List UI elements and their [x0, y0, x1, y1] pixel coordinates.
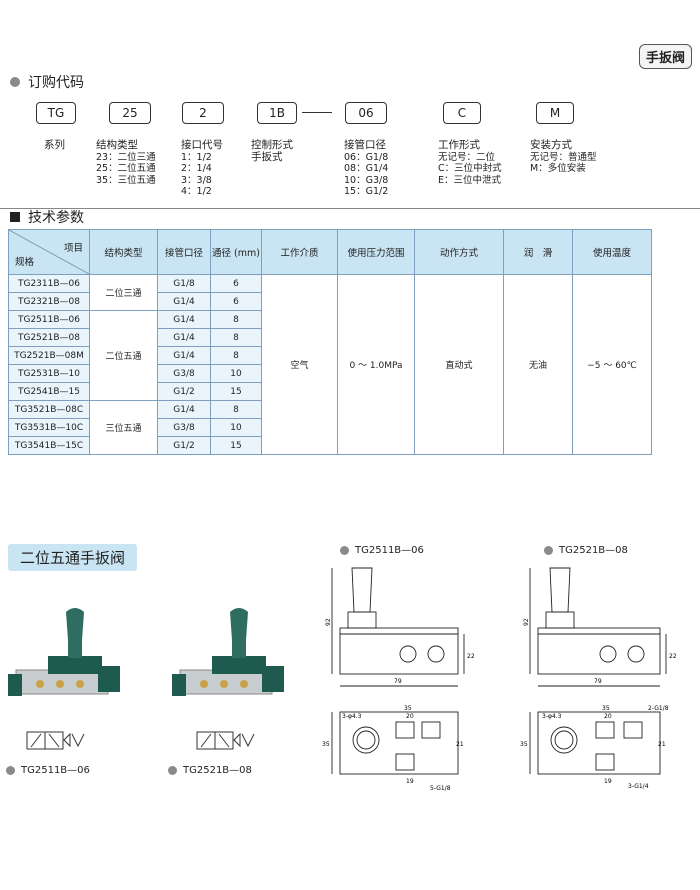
- svg-text:20: 20: [604, 713, 612, 720]
- svg-text:79: 79: [594, 678, 602, 685]
- drawing-caption-1: TG2511B—06: [340, 545, 424, 556]
- bullet-dot-icon: [10, 77, 20, 87]
- bullet-dot-icon: [544, 546, 553, 555]
- code-box-work: C: [443, 102, 481, 124]
- product-section-title: 二位五通手扳阀: [8, 544, 138, 571]
- bullet-dot-icon: [168, 766, 177, 775]
- code-dash: [302, 112, 332, 113]
- svg-text:21: 21: [456, 741, 464, 748]
- valve-symbol-1: [26, 731, 85, 750]
- th-structure: 结构类型: [89, 229, 158, 275]
- desc-port: 接口代号 1：1/2 2：1/4 3：3/8 4：1/2: [181, 139, 223, 197]
- th-medium: 工作介质: [261, 229, 338, 275]
- table-row: TG3541B—15C G1/2 15: [8, 436, 652, 455]
- code-box-structure: 25: [109, 102, 151, 124]
- th-bore: 通径 (mm): [210, 229, 262, 275]
- svg-text:3-φ4.3: 3-φ4.3: [542, 713, 562, 720]
- code-box-control: 1B: [257, 102, 297, 124]
- table-row: TG2541B—15 G1/2 15: [8, 382, 652, 401]
- bullet-square-icon: [10, 212, 20, 222]
- svg-text:22: 22: [669, 653, 677, 660]
- th-pressure: 使用压力范围: [337, 229, 415, 275]
- code-box-mount: M: [536, 102, 574, 124]
- bullet-dot-icon: [340, 546, 349, 555]
- svg-text:22: 22: [467, 653, 475, 660]
- table-row: TG2511B—06 二位五通 G1/4 8: [8, 310, 652, 401]
- valve-photo-2: [172, 608, 284, 696]
- valve-symbol-2: [196, 731, 255, 750]
- svg-text:92: 92: [325, 618, 332, 626]
- svg-text:21: 21: [658, 741, 666, 748]
- table-row: TG2311B—06 二位三通 G1/8 6 空气 0 ～ 1.0MPa 直动式…: [8, 274, 652, 455]
- desc-work: 工作形式 无记号：二位 C：三位中封式 E：三位中泄式: [438, 139, 502, 186]
- svg-text:92: 92: [523, 618, 530, 626]
- drawing-caption-2: TG2521B—08: [544, 545, 628, 556]
- th-size: 接管口径: [157, 229, 211, 275]
- th-lube: 润 滑: [503, 229, 573, 275]
- table-row: TG3521B—08C 三位五通 G1/4 8: [8, 400, 652, 455]
- technical-drawing-1: 92 79 22 35 3-φ4.3 35 20 21 19 5-G1/8: [322, 567, 475, 792]
- bullet-dot-icon: [6, 766, 15, 775]
- tech-title: 技术参数: [10, 207, 84, 227]
- desc-control: 控制形式 手扳式: [251, 139, 293, 163]
- desc-series: 系列: [44, 139, 65, 151]
- desc-pipe: 接管口径 06：G1/8 08：G1/4 10：G3/8 15：G1/2: [344, 139, 389, 197]
- th-temp: 使用温度: [572, 229, 652, 275]
- svg-text:2-G1/8: 2-G1/8: [648, 705, 669, 712]
- table-row: TG2521B—08 G1/4 8: [8, 328, 652, 347]
- category-tag: 手扳阀: [638, 44, 692, 69]
- svg-text:79: 79: [394, 678, 402, 685]
- code-box-port: 2: [182, 102, 224, 124]
- desc-mount: 安装方式 无记号：普通型 M：多位安装: [530, 139, 597, 174]
- svg-text:35: 35: [602, 705, 610, 712]
- svg-text:35: 35: [404, 705, 412, 712]
- valve-photo-1: [8, 608, 120, 696]
- order-code-title: 订购代码: [10, 72, 84, 92]
- photo-caption-2: TG2521B—08: [168, 765, 252, 776]
- th-action: 动作方式: [414, 229, 504, 275]
- svg-text:35: 35: [322, 741, 330, 748]
- code-box-series: TG: [36, 102, 76, 124]
- diag-header: 项目 规格: [8, 229, 90, 275]
- spec-table: 项目 规格 结构类型 接管口径 通径 (mm) 工作介质 使用压力范围 动作方式…: [8, 229, 652, 455]
- code-box-pipe: 06: [345, 102, 387, 124]
- svg-text:5-G1/8: 5-G1/8: [430, 785, 451, 792]
- svg-text:19: 19: [604, 778, 612, 785]
- svg-text:20: 20: [406, 713, 414, 720]
- svg-text:35: 35: [520, 741, 528, 748]
- photo-caption-1: TG2511B—06: [6, 765, 90, 776]
- technical-drawing-2: 92 79 22 35 3-φ4.3 35 20 21 19 2-G1/8 3-…: [520, 567, 677, 790]
- diagonal-line: [9, 230, 89, 274]
- svg-text:3-G1/4: 3-G1/4: [628, 783, 649, 790]
- svg-text:3-φ4.3: 3-φ4.3: [342, 713, 362, 720]
- table-row: TG2521B—08M G1/4 8: [8, 346, 652, 365]
- table-row: TG3531B—10C G3/8 10: [8, 418, 652, 437]
- svg-text:19: 19: [406, 778, 414, 785]
- desc-structure: 结构类型 23：二位三通 25：二位五通 35：三位五通: [96, 139, 156, 186]
- section-divider: [0, 208, 700, 209]
